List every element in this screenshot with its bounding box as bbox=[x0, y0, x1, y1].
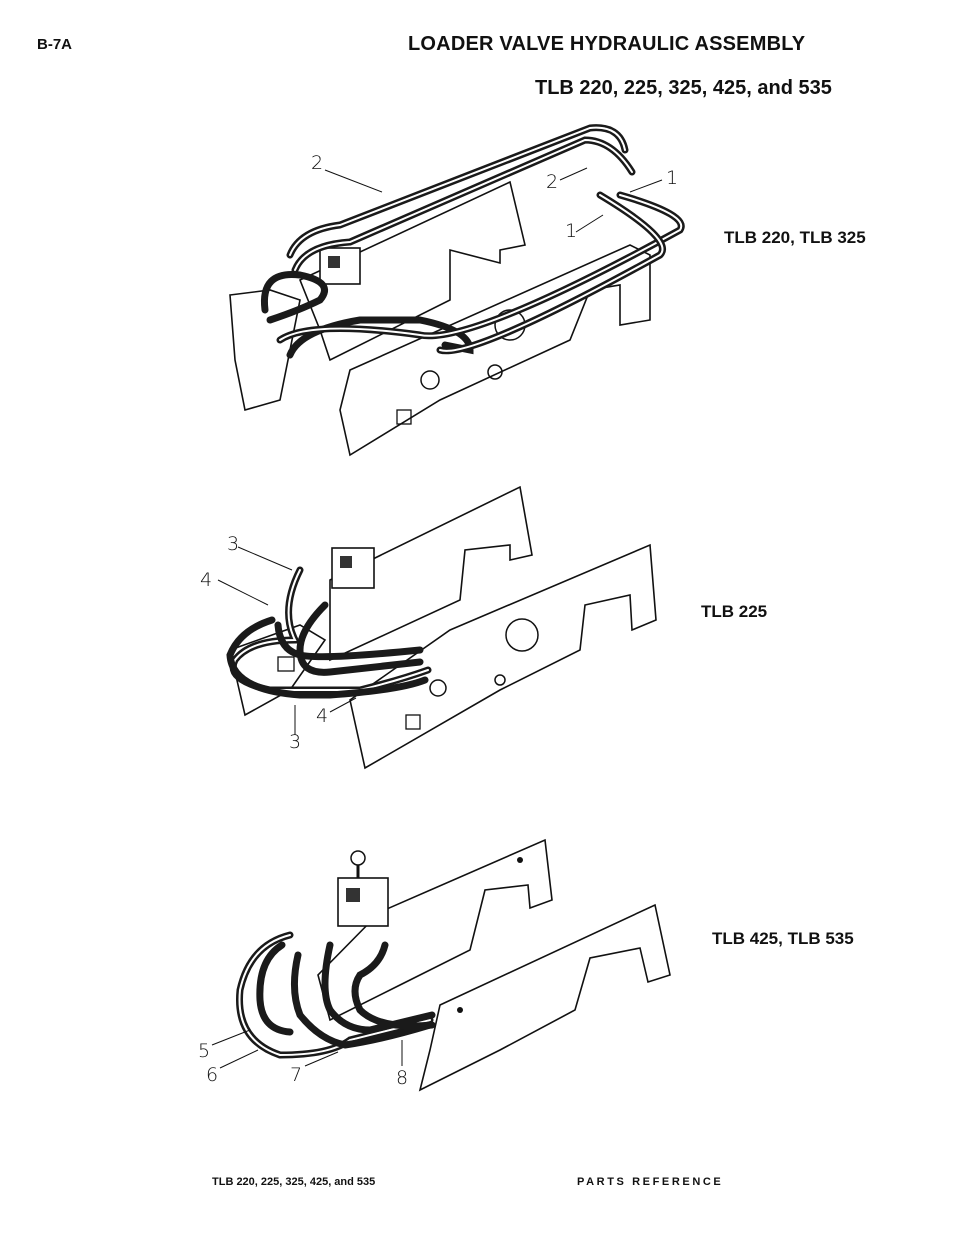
page-title: LOADER VALVE HYDRAULIC ASSEMBLY bbox=[408, 33, 806, 55]
footer-section: PARTS REFERENCE bbox=[577, 1176, 724, 1188]
variant-label-1: TLB 220, TLB 325 bbox=[724, 228, 866, 247]
callout-5: 5 bbox=[198, 1040, 211, 1062]
footer-models: TLB 220, 225, 325, 425, and 535 bbox=[212, 1176, 376, 1188]
callout-3-a: 3 bbox=[227, 533, 240, 555]
callout-1-b: 1 bbox=[666, 167, 679, 189]
variant-label-3: TLB 425, TLB 535 bbox=[712, 929, 854, 948]
callout-3-b: 3 bbox=[289, 731, 302, 753]
callout-6: 6 bbox=[206, 1064, 219, 1086]
callout-4-a: 4 bbox=[200, 569, 213, 591]
page-subtitle: TLB 220, 225, 325, 425, and 535 bbox=[535, 77, 832, 99]
page-id: B-7A bbox=[37, 36, 73, 53]
variant-label-2: TLB 225 bbox=[701, 602, 768, 621]
callout-8: 8 bbox=[396, 1067, 409, 1089]
callout-2-b: 2 bbox=[546, 171, 559, 193]
callout-7: 7 bbox=[290, 1064, 303, 1086]
callout-4-b: 4 bbox=[316, 705, 329, 727]
callout-2-a: 2 bbox=[311, 152, 324, 174]
callout-1-a: 1 bbox=[565, 220, 578, 242]
